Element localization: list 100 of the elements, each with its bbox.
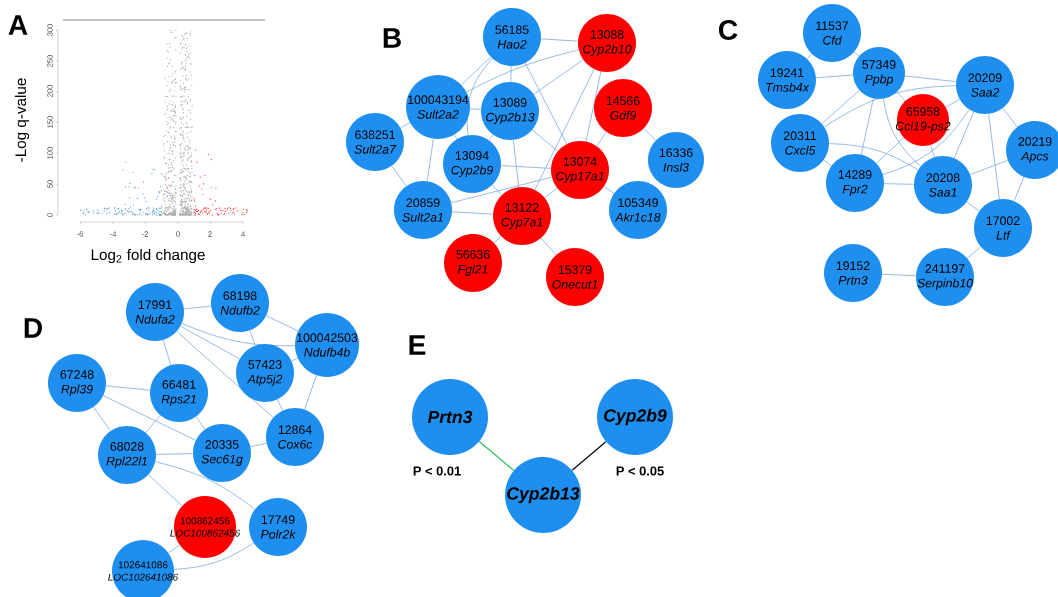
edge	[426, 138, 434, 182]
gene-node: 20209 Saa2	[956, 56, 1014, 114]
panel-letter: C	[719, 20, 738, 40]
gene-node: 19241 Tmsb4x	[758, 51, 816, 109]
gene-node: Prtn3	[412, 379, 488, 455]
edge	[828, 143, 919, 171]
edge	[532, 129, 558, 152]
gene-node: 13094 Cyp2b9	[443, 135, 501, 193]
gene-node: Cyp2b9	[597, 379, 673, 455]
edge	[148, 474, 183, 507]
edge	[806, 53, 813, 60]
edge	[896, 91, 906, 102]
axis-title: -Log q-value	[14, 78, 30, 162]
edge	[265, 315, 299, 332]
gene-node: 66481 Rps21	[150, 364, 208, 422]
gene-node: 13074 Cyp17a1	[551, 141, 609, 199]
edge	[195, 416, 206, 430]
edge	[250, 442, 267, 448]
gene-node: 105349 Akr1c18	[609, 181, 667, 239]
panel-letter: A	[8, 15, 28, 35]
edge-label: P < 0.01	[411, 465, 463, 477]
edge	[105, 385, 151, 391]
gene-node: 68198 Ndufb2	[211, 274, 269, 332]
gene-node: 17749 Polr2k	[249, 498, 307, 556]
gene-node: 57423 Atp5j2	[236, 344, 294, 402]
edge	[883, 183, 915, 185]
edge	[881, 273, 917, 277]
gene-node: 67248 Rpl39	[48, 354, 106, 412]
edge	[304, 375, 317, 410]
edge	[930, 144, 935, 158]
edge	[162, 339, 172, 366]
edge	[512, 139, 520, 188]
gene-node: 13122 Cyp7a1	[493, 187, 551, 245]
edge	[524, 62, 568, 145]
edge	[815, 74, 854, 79]
gene-node: 12864 Cox6c	[266, 408, 324, 466]
edge	[544, 187, 558, 199]
gene-node: 68028 Rpl22l1	[98, 426, 156, 484]
edge	[603, 186, 615, 194]
edge	[176, 331, 274, 418]
edge	[183, 305, 212, 310]
edge	[181, 323, 296, 347]
edge	[400, 122, 411, 129]
gene-node: 100042503 Ndufb4b	[295, 313, 359, 377]
edge	[967, 246, 981, 259]
edge	[853, 51, 860, 57]
edge	[643, 128, 657, 141]
edge	[168, 544, 180, 554]
gene-node: 19152 Prtn3	[824, 244, 882, 302]
edge	[451, 211, 494, 215]
gene-node: 638251 Sult2a7	[346, 113, 404, 171]
panel-letter: E	[409, 335, 426, 355]
gene-node: 14289 Fpr2	[826, 154, 884, 212]
edge	[478, 440, 515, 471]
gene-node: 56185 Hao2	[483, 8, 541, 66]
gene-node: 14566 Gdf9	[594, 79, 652, 137]
edge	[821, 90, 860, 124]
edge	[966, 201, 980, 212]
edge	[249, 330, 256, 346]
edge	[534, 68, 595, 191]
edge	[155, 461, 256, 510]
edge	[953, 111, 975, 159]
edge	[461, 56, 492, 86]
gene-node: 56636 Fgl21	[444, 234, 502, 292]
gene-node: 17991 Ndufa2	[126, 283, 184, 341]
edge	[540, 38, 579, 42]
edge	[904, 75, 957, 83]
edge	[883, 98, 922, 167]
edge	[1002, 107, 1018, 128]
edge	[571, 441, 607, 471]
gene-node: 16336 Insl3	[648, 132, 704, 188]
edge	[391, 165, 407, 187]
edge	[466, 49, 579, 93]
edge	[510, 65, 512, 83]
edge	[488, 134, 494, 141]
edge	[469, 108, 482, 110]
gene-node: 57349 Ppbp	[853, 47, 905, 99]
gene-node: Cyp2b13	[505, 457, 581, 533]
gene-node: 20335 Sec61g	[193, 424, 251, 482]
edge	[988, 113, 1000, 200]
edge	[450, 176, 553, 204]
panel-letter: B	[383, 28, 401, 48]
edge	[882, 109, 970, 175]
edge	[585, 71, 602, 142]
gene-node: 20859 Sult2a1	[394, 181, 452, 239]
gene-node: 100043194 Sult2a2	[406, 75, 470, 139]
edge	[824, 85, 957, 128]
gene-node: 20311 Cxcl5	[771, 114, 829, 172]
gene-node: 20208 Saa1	[914, 156, 972, 214]
edge	[945, 99, 960, 108]
gene-node: 11537 Cfd	[803, 4, 861, 62]
gene-node: 241197 Serpinb10	[916, 248, 974, 306]
edge	[491, 184, 503, 196]
edge	[454, 134, 458, 140]
edge	[540, 237, 557, 256]
edge	[291, 357, 298, 362]
axis-title: Log$_{2}$ fold change	[91, 248, 205, 264]
edge	[533, 59, 584, 95]
edge	[970, 160, 1009, 175]
edge	[596, 131, 607, 147]
